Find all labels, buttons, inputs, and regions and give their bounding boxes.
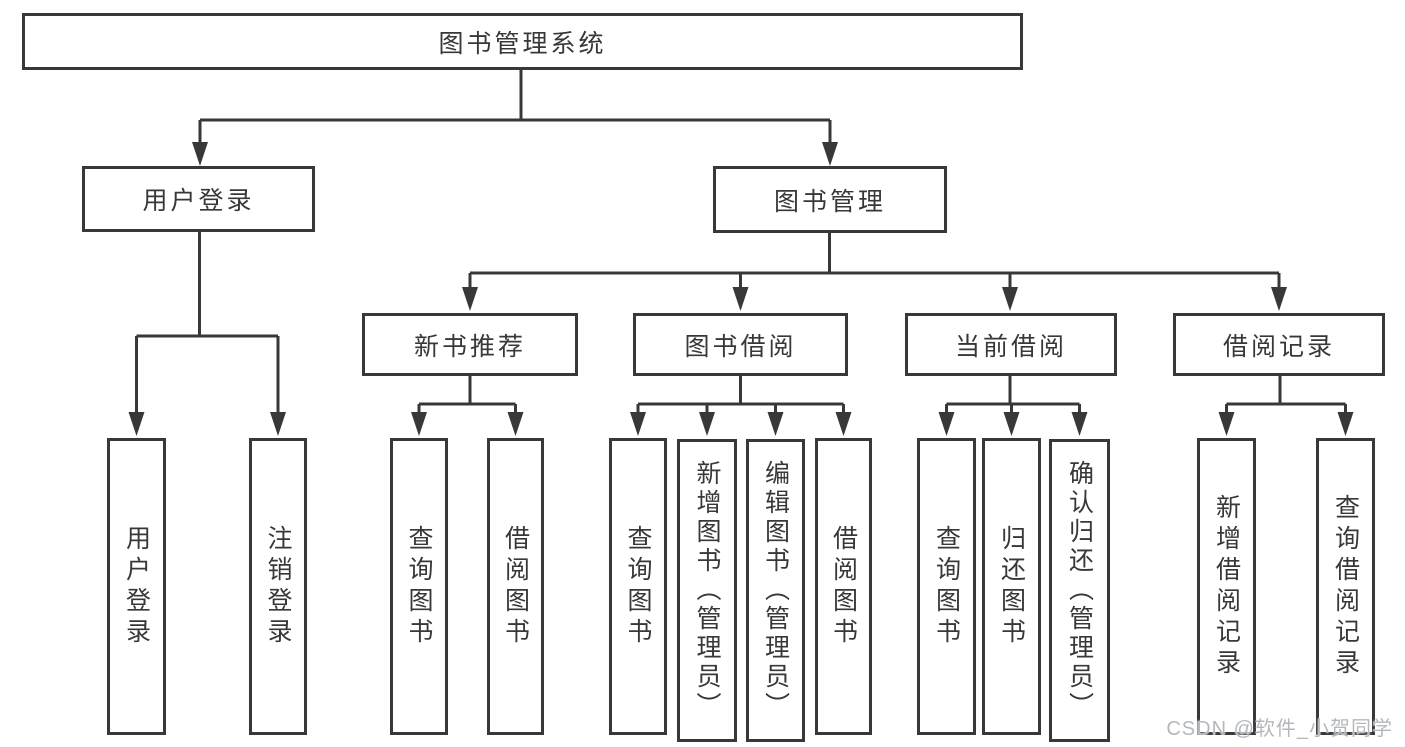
node-root: 图书管理系统 (22, 13, 1023, 70)
node-user-login: 用户登录 (82, 166, 315, 232)
leaf-edit-books-admin: 编辑图书（管理员） (746, 439, 805, 742)
leaf-user-login: 用户登录 (107, 438, 166, 735)
leaf-add-borrow-record: 新增借阅记录 (1197, 438, 1256, 735)
node-current-borrowing: 当前借阅 (905, 313, 1117, 376)
node-borrowing-records: 借阅记录 (1173, 313, 1385, 376)
node-book-borrowing: 图书借阅 (633, 313, 848, 376)
node-book-management: 图书管理 (713, 166, 947, 233)
leaf-borrow-books: 借阅图书 (815, 438, 872, 735)
watermark: CSDN @软件_小贺同学 (1166, 718, 1393, 740)
arrowhead-group (128, 142, 1354, 436)
leaf-return-books: 归还图书 (982, 438, 1041, 735)
leaf-logout: 注销登录 (249, 438, 307, 735)
leaf-query-books-recommend: 查询图书 (390, 438, 448, 735)
leaf-borrow-books-recommend: 借阅图书 (487, 438, 544, 735)
leaf-confirm-return-admin: 确认归还（管理员） (1049, 439, 1110, 742)
leaf-query-borrow-record: 查询借阅记录 (1316, 438, 1375, 735)
leaf-add-books-admin: 新增图书（管理员） (677, 439, 737, 742)
node-new-book-recommend: 新书推荐 (362, 313, 578, 376)
leaf-query-books-current: 查询图书 (917, 438, 976, 735)
leaf-query-books-borrow: 查询图书 (609, 438, 667, 735)
